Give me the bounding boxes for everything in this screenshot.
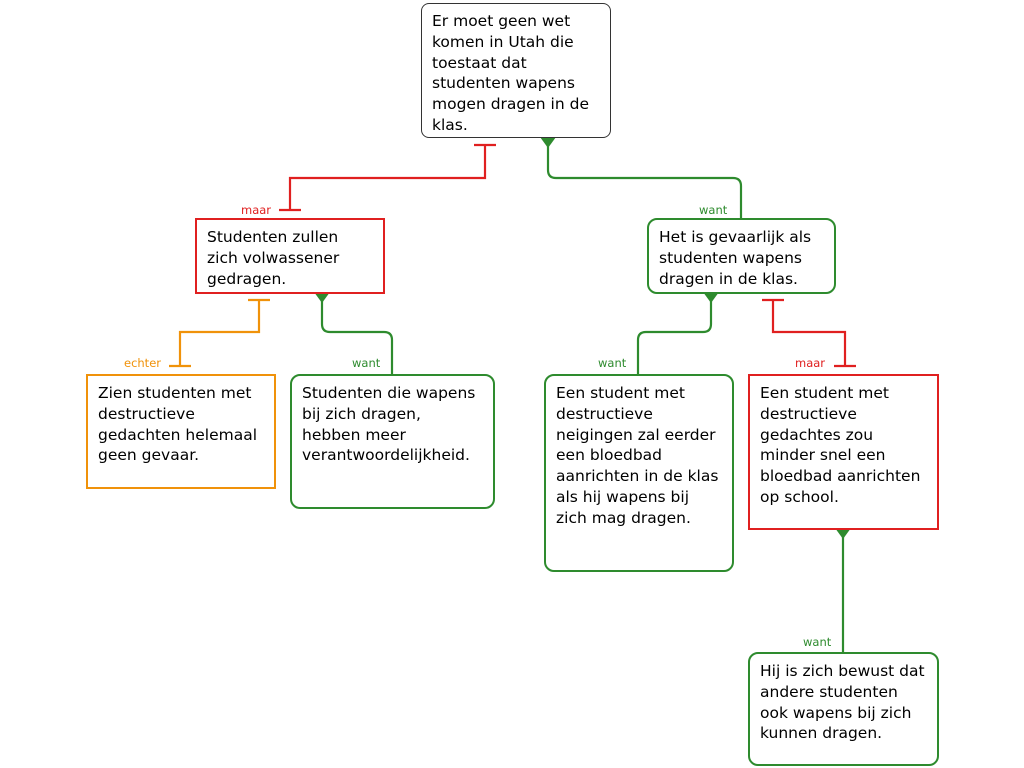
node-text: Een student met destructieve gedachtes z…	[760, 384, 921, 506]
reason-node[interactable]: Het is gevaarlijk als studenten wapens d…	[647, 218, 836, 294]
node-text: Hij is zich bewust dat andere studenten …	[760, 662, 925, 743]
connector-label-want: want	[598, 356, 627, 370]
conclusion-node[interactable]: Er moet geen wet komen in Utah die toest…	[421, 3, 611, 138]
rebuttal-node[interactable]: Zien studenten met destructieve gedachte…	[86, 374, 276, 489]
node-text: Een student met destructieve neigingen z…	[556, 384, 719, 527]
support-node[interactable]: Hij is zich bewust dat andere studenten …	[748, 652, 939, 766]
arrowhead-claim	[540, 137, 556, 148]
connector-label-maar: maar	[241, 203, 272, 217]
connector-reason1-obj2	[771, 300, 847, 366]
objection-node[interactable]: Studenten zullen zich volwassener gedrag…	[195, 218, 385, 294]
connector-label-maar: maar	[795, 356, 826, 370]
connector-obj1-reb1	[178, 300, 261, 366]
node-text: Zien studenten met destructieve gedachte…	[98, 384, 258, 465]
connector-obj1-sup	[320, 294, 394, 374]
arrowhead-obj2	[835, 528, 851, 539]
connector-label-want: want	[352, 356, 381, 370]
objection-node[interactable]: Een student met destructieve gedachtes z…	[748, 374, 939, 530]
support-node[interactable]: Studenten die wapens bij zich dragen, he…	[290, 374, 495, 509]
support-node[interactable]: Een student met destructieve neigingen z…	[544, 374, 734, 572]
connector-label-want: want	[803, 635, 832, 649]
connector-claim-obj1	[288, 145, 487, 210]
connector-reason1-sup	[636, 294, 713, 374]
node-text: Het is gevaarlijk als studenten wapens d…	[659, 228, 812, 288]
connector-label-want: want	[699, 203, 728, 217]
connector-label-echter: echter	[124, 356, 161, 370]
node-text: Studenten zullen zich volwassener gedrag…	[207, 228, 340, 288]
node-text: Studenten die wapens bij zich dragen, he…	[302, 384, 476, 465]
node-text: Er moet geen wet komen in Utah die toest…	[432, 12, 589, 134]
connector-claim-reason1	[546, 140, 743, 218]
arrowhead-reason1	[703, 292, 719, 303]
arrowhead-obj1	[314, 292, 330, 303]
